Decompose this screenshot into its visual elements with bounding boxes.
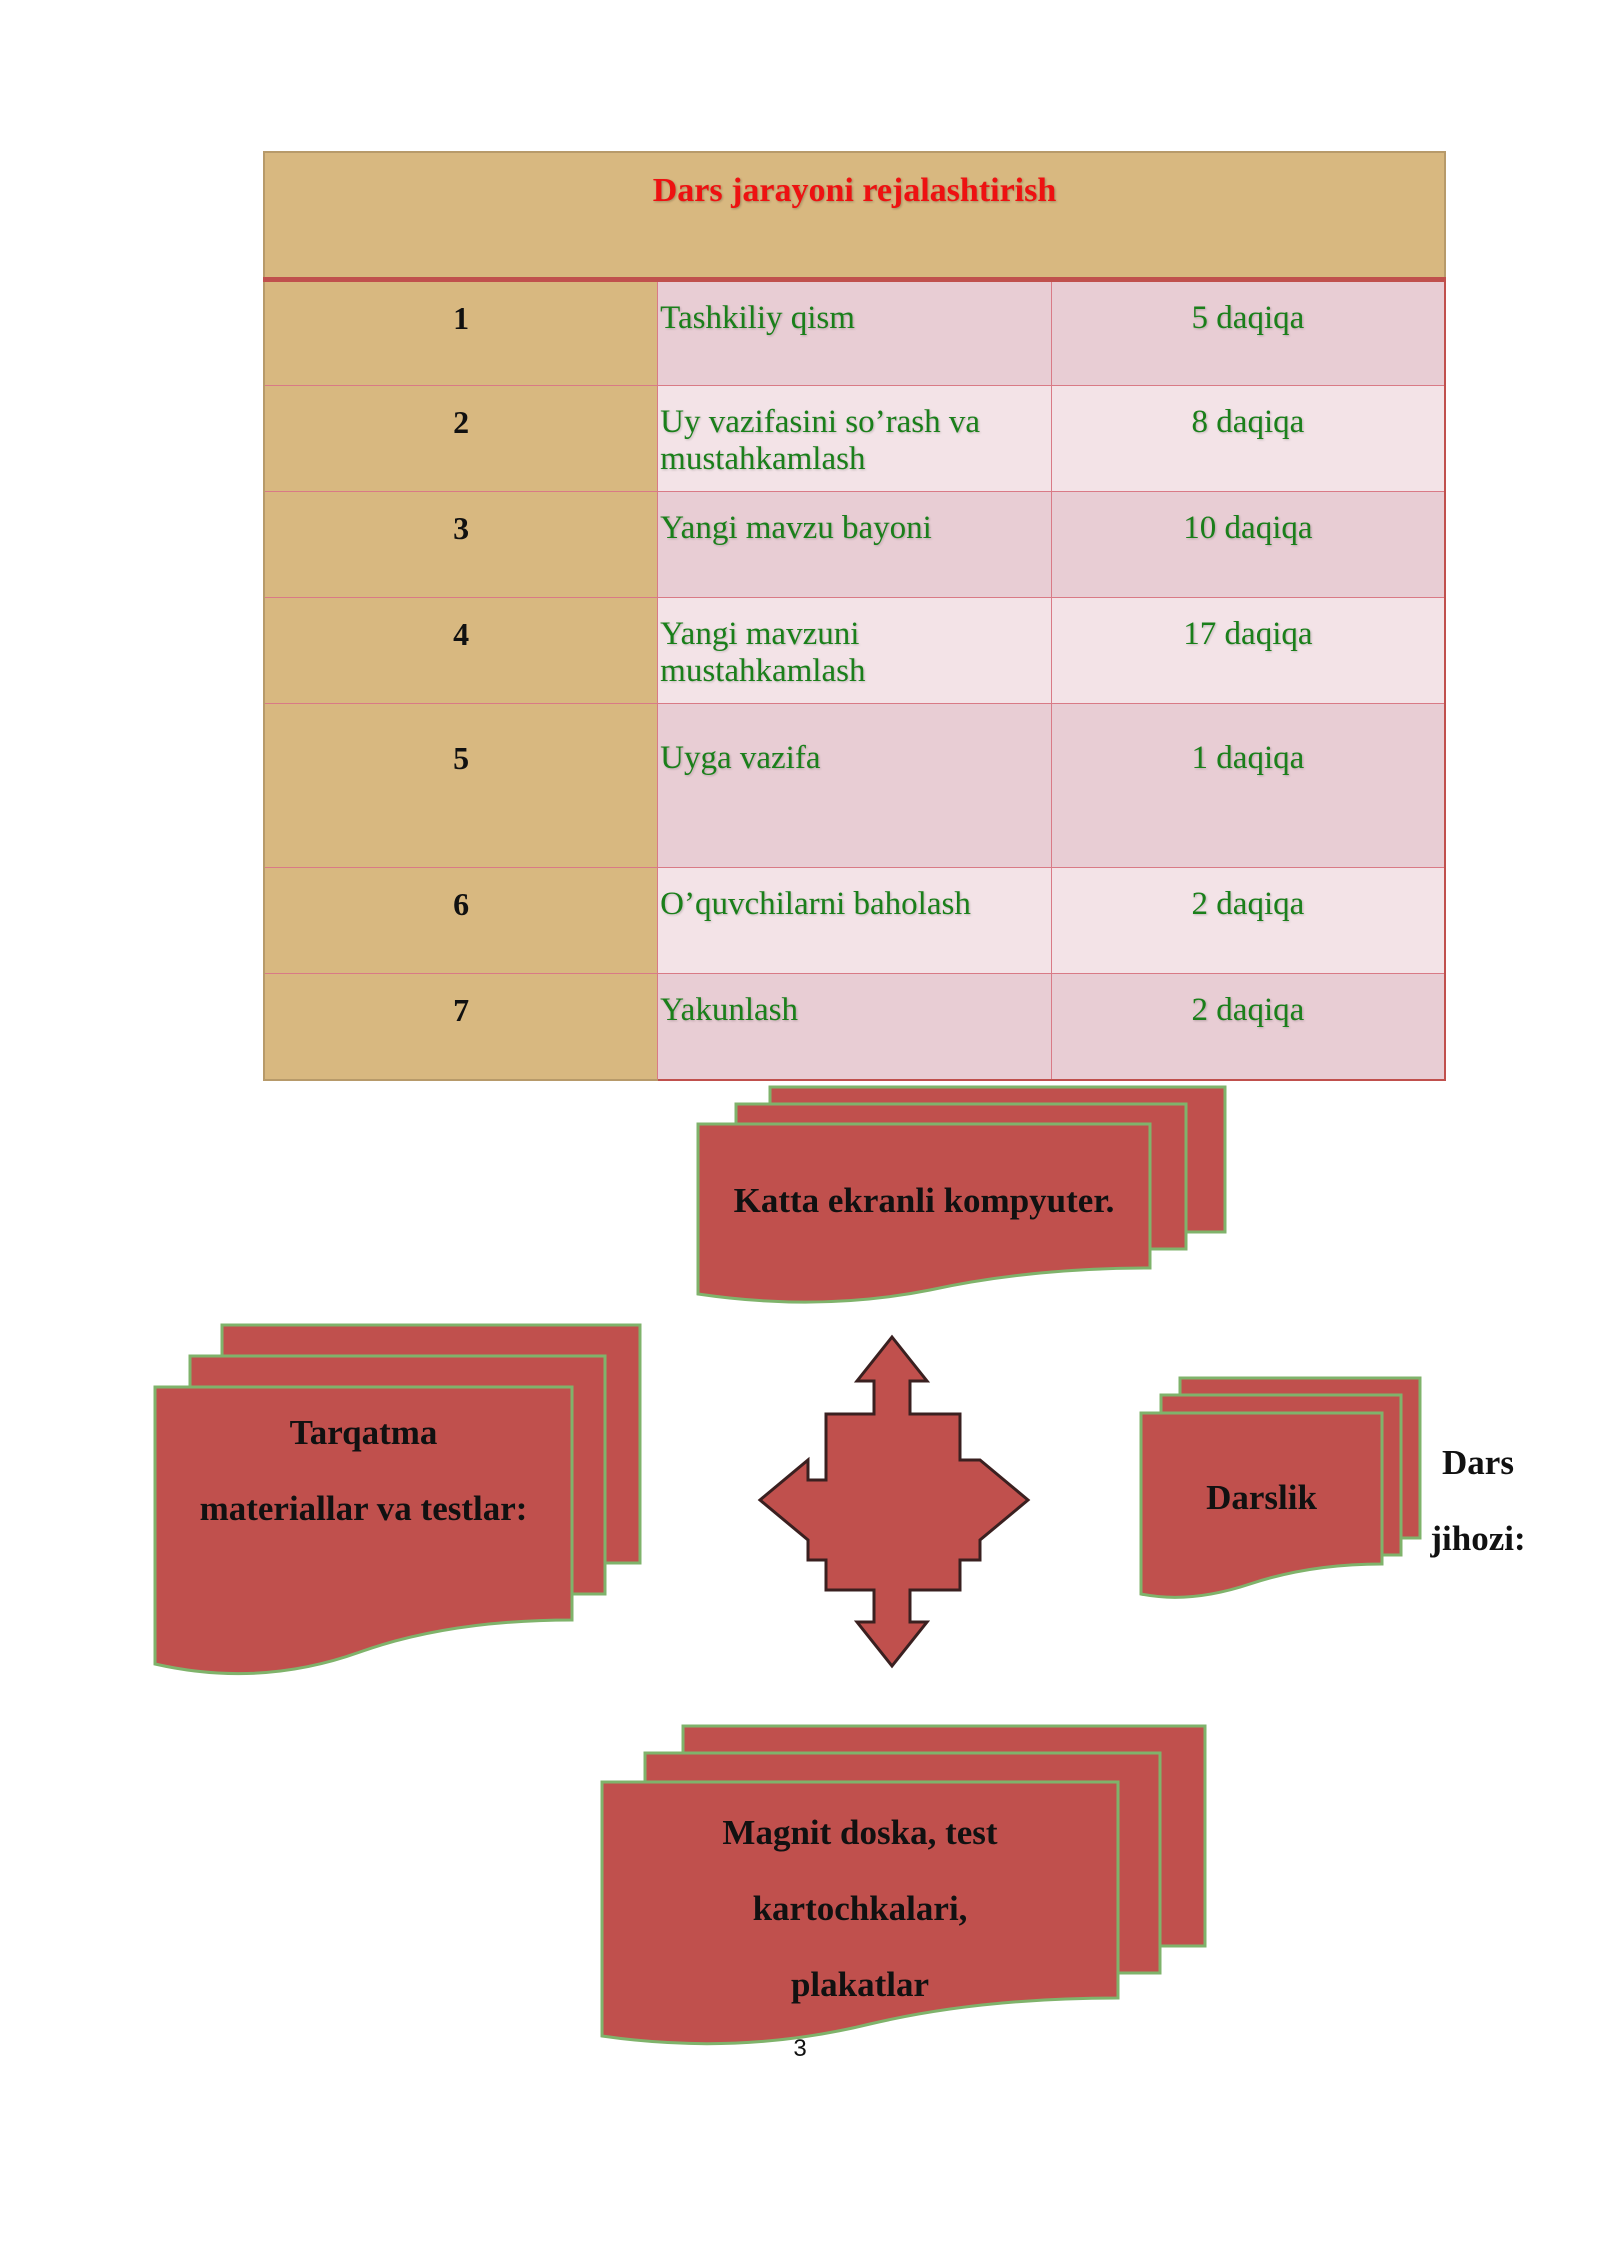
- row-duration: 1 daqiqa: [1050, 703, 1446, 868]
- row-activity: O’quvchilarni baholash: [657, 867, 1052, 974]
- table-row: 2 Uy vazifasini so’rash va mustahkamlash…: [263, 385, 1446, 492]
- table-row: 5 Uyga vazifa 1 daqiqa: [263, 703, 1446, 868]
- row-activity: Yakunlash: [657, 973, 1052, 1081]
- label-handouts-line2: materiallar va testlar:: [199, 1489, 528, 1528]
- lesson-plan-table: Dars jarayoni rejalashtirish 1 Tashkiliy…: [263, 151, 1446, 1081]
- label-board-materials: Magnit doska, test kartochkalari, plakat…: [602, 1795, 1118, 2023]
- row-duration: 17 daqiqa: [1050, 597, 1446, 704]
- table-row: 7 Yakunlash 2 daqiqa: [263, 973, 1446, 1081]
- row-number: 5: [263, 703, 658, 868]
- label-lesson-equipment-line1: Dars: [1442, 1443, 1514, 1482]
- row-activity: Tashkiliy qism: [657, 279, 1052, 386]
- row-duration: 5 daqiqa: [1050, 279, 1446, 386]
- row-activity: Uy vazifasini so’rash va mustahkamlash: [657, 385, 1052, 492]
- document-stack-top: [696, 1085, 1227, 1304]
- row-duration: 10 daqiqa: [1050, 491, 1446, 598]
- four-way-arrow-icon: [757, 1334, 1031, 1669]
- table-row: 6 O’quvchilarni baholash 2 daqiqa: [263, 867, 1446, 974]
- label-lesson-equipment: Dars jihozi:: [1418, 1425, 1538, 1577]
- document-stack-right: [1139, 1376, 1422, 1599]
- row-activity: Yangi mavzuni mustahkamlash: [657, 597, 1052, 704]
- label-board-line3: plakatlar: [790, 1965, 930, 2004]
- label-board-line1: Magnit doska, test: [722, 1813, 998, 1852]
- label-handouts-line1: Tarqatma: [289, 1413, 438, 1452]
- row-number: 1: [263, 279, 658, 386]
- row-activity: Uyga vazifa: [657, 703, 1052, 868]
- label-computer: Katta ekranli kompyuter.: [733, 1181, 1115, 1220]
- row-number: 3: [263, 491, 658, 598]
- page-number: 3: [793, 2035, 807, 2062]
- row-number: 6: [263, 867, 658, 974]
- label-textbook: Darslik: [1206, 1478, 1317, 1517]
- label-lesson-equipment-line2: jihozi:: [1430, 1519, 1526, 1558]
- table-row: 4 Yangi mavzuni mustahkamlash 17 daqiqa: [263, 597, 1446, 704]
- document-stack-left: [153, 1323, 642, 1676]
- table-title: Dars jarayoni rejalashtirish: [263, 151, 1446, 282]
- label-handouts: Tarqatma materiallar va testlar:: [155, 1395, 572, 1547]
- row-duration: 2 daqiqa: [1050, 973, 1446, 1081]
- table-row: 1 Tashkiliy qism 5 daqiqa: [263, 279, 1446, 386]
- row-number: 7: [263, 973, 658, 1081]
- row-duration: 2 daqiqa: [1050, 867, 1446, 974]
- row-number: 4: [263, 597, 658, 704]
- row-duration: 8 daqiqa: [1050, 385, 1446, 492]
- label-board-line2: kartochkalari,: [752, 1889, 968, 1928]
- row-number: 2: [263, 385, 658, 492]
- document-stack-bottom: [600, 1724, 1207, 2046]
